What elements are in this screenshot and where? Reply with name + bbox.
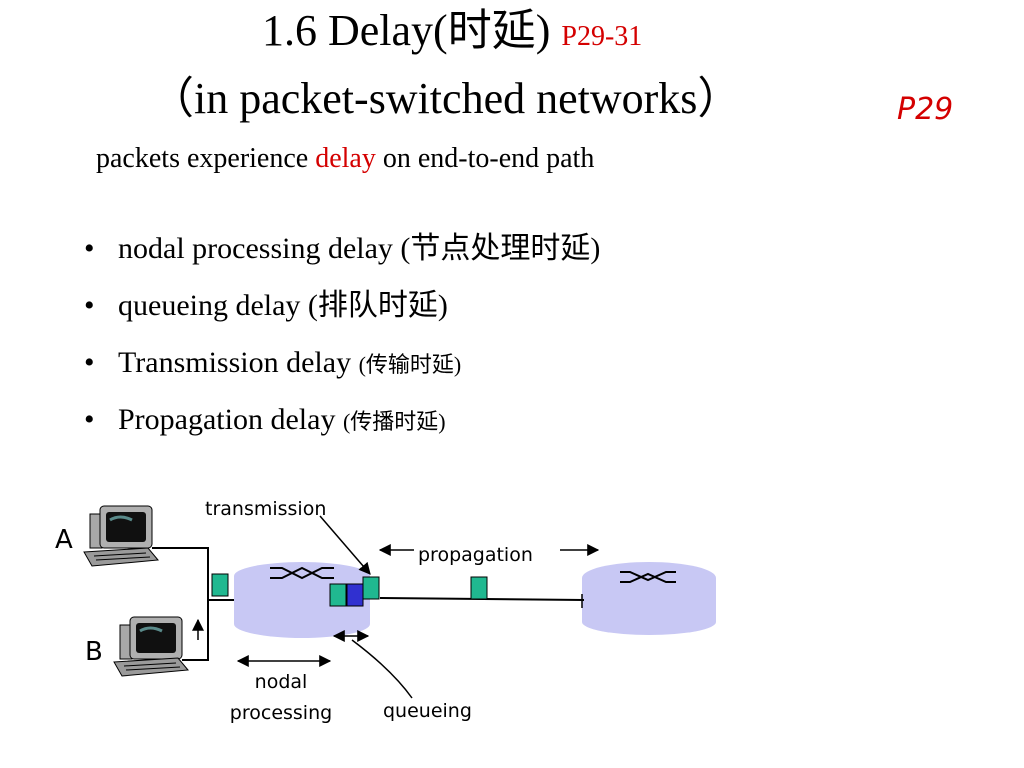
host-b-computer-icon (113, 616, 189, 677)
transmission-label: transmission (205, 498, 326, 520)
subtitle-before: packets experience (96, 143, 316, 174)
packet-propagating (470, 576, 488, 600)
bullet-small: (传输时延) (358, 352, 462, 377)
packet-queued (329, 583, 347, 607)
subtitle-after: on end-to-end path (375, 143, 595, 174)
bullet-small: (传播时延) (342, 409, 446, 434)
queueing-label: queueing (383, 700, 472, 722)
host-b-label: B (85, 637, 103, 667)
packet-queued-blue (346, 583, 364, 607)
bullet-text: queueing delay (排队时延) (118, 289, 448, 322)
list-item: • nodal processing delay (节点处理时延) (84, 220, 600, 277)
packet-transmitting (362, 576, 380, 600)
list-item: • Transmission delay (传输时延) (84, 334, 600, 391)
nodal-label-line2: processing (230, 702, 332, 724)
access-links (152, 547, 236, 661)
slide-title-line2: （in packet-switched networks） (150, 74, 742, 123)
delay-types-list: • nodal processing delay (节点处理时延) • queuei… (84, 220, 600, 448)
title-line2-ref: P29 (897, 92, 954, 127)
bullet-text: nodal processing delay (节点处理时延) (118, 232, 601, 265)
bullet-icon: • (84, 346, 95, 379)
list-item: • Propagation delay (传播时延) (84, 391, 600, 448)
bullet-text: Transmission delay (118, 346, 359, 379)
queueing-pointer-icon (351, 639, 413, 699)
list-item: • queueing delay (排队时延) (84, 277, 600, 334)
host-a-label: A (55, 525, 73, 555)
title-main: 1.6 Delay(时延) (262, 6, 551, 55)
bullet-icon: • (84, 232, 95, 265)
transmission-pointer-icon (319, 515, 371, 575)
packet-arriving (211, 573, 229, 597)
propagation-label: propagation (418, 544, 533, 566)
router-2-icon (582, 562, 716, 635)
subtitle-highlight: delay (315, 143, 376, 174)
bullet-icon: • (84, 403, 95, 436)
nodal-label-line1: nodal (255, 671, 308, 693)
title-page-ref: P29-31 (561, 21, 643, 52)
slide-title: 1.6 Delay(时延) P29-31 (262, 6, 642, 62)
slide-subtitle: packets experience delay on end-to-end p… (96, 142, 594, 176)
bullet-text: Propagation delay (118, 403, 343, 436)
host-a-computer-icon (83, 505, 159, 567)
bullet-icon: • (84, 289, 95, 322)
